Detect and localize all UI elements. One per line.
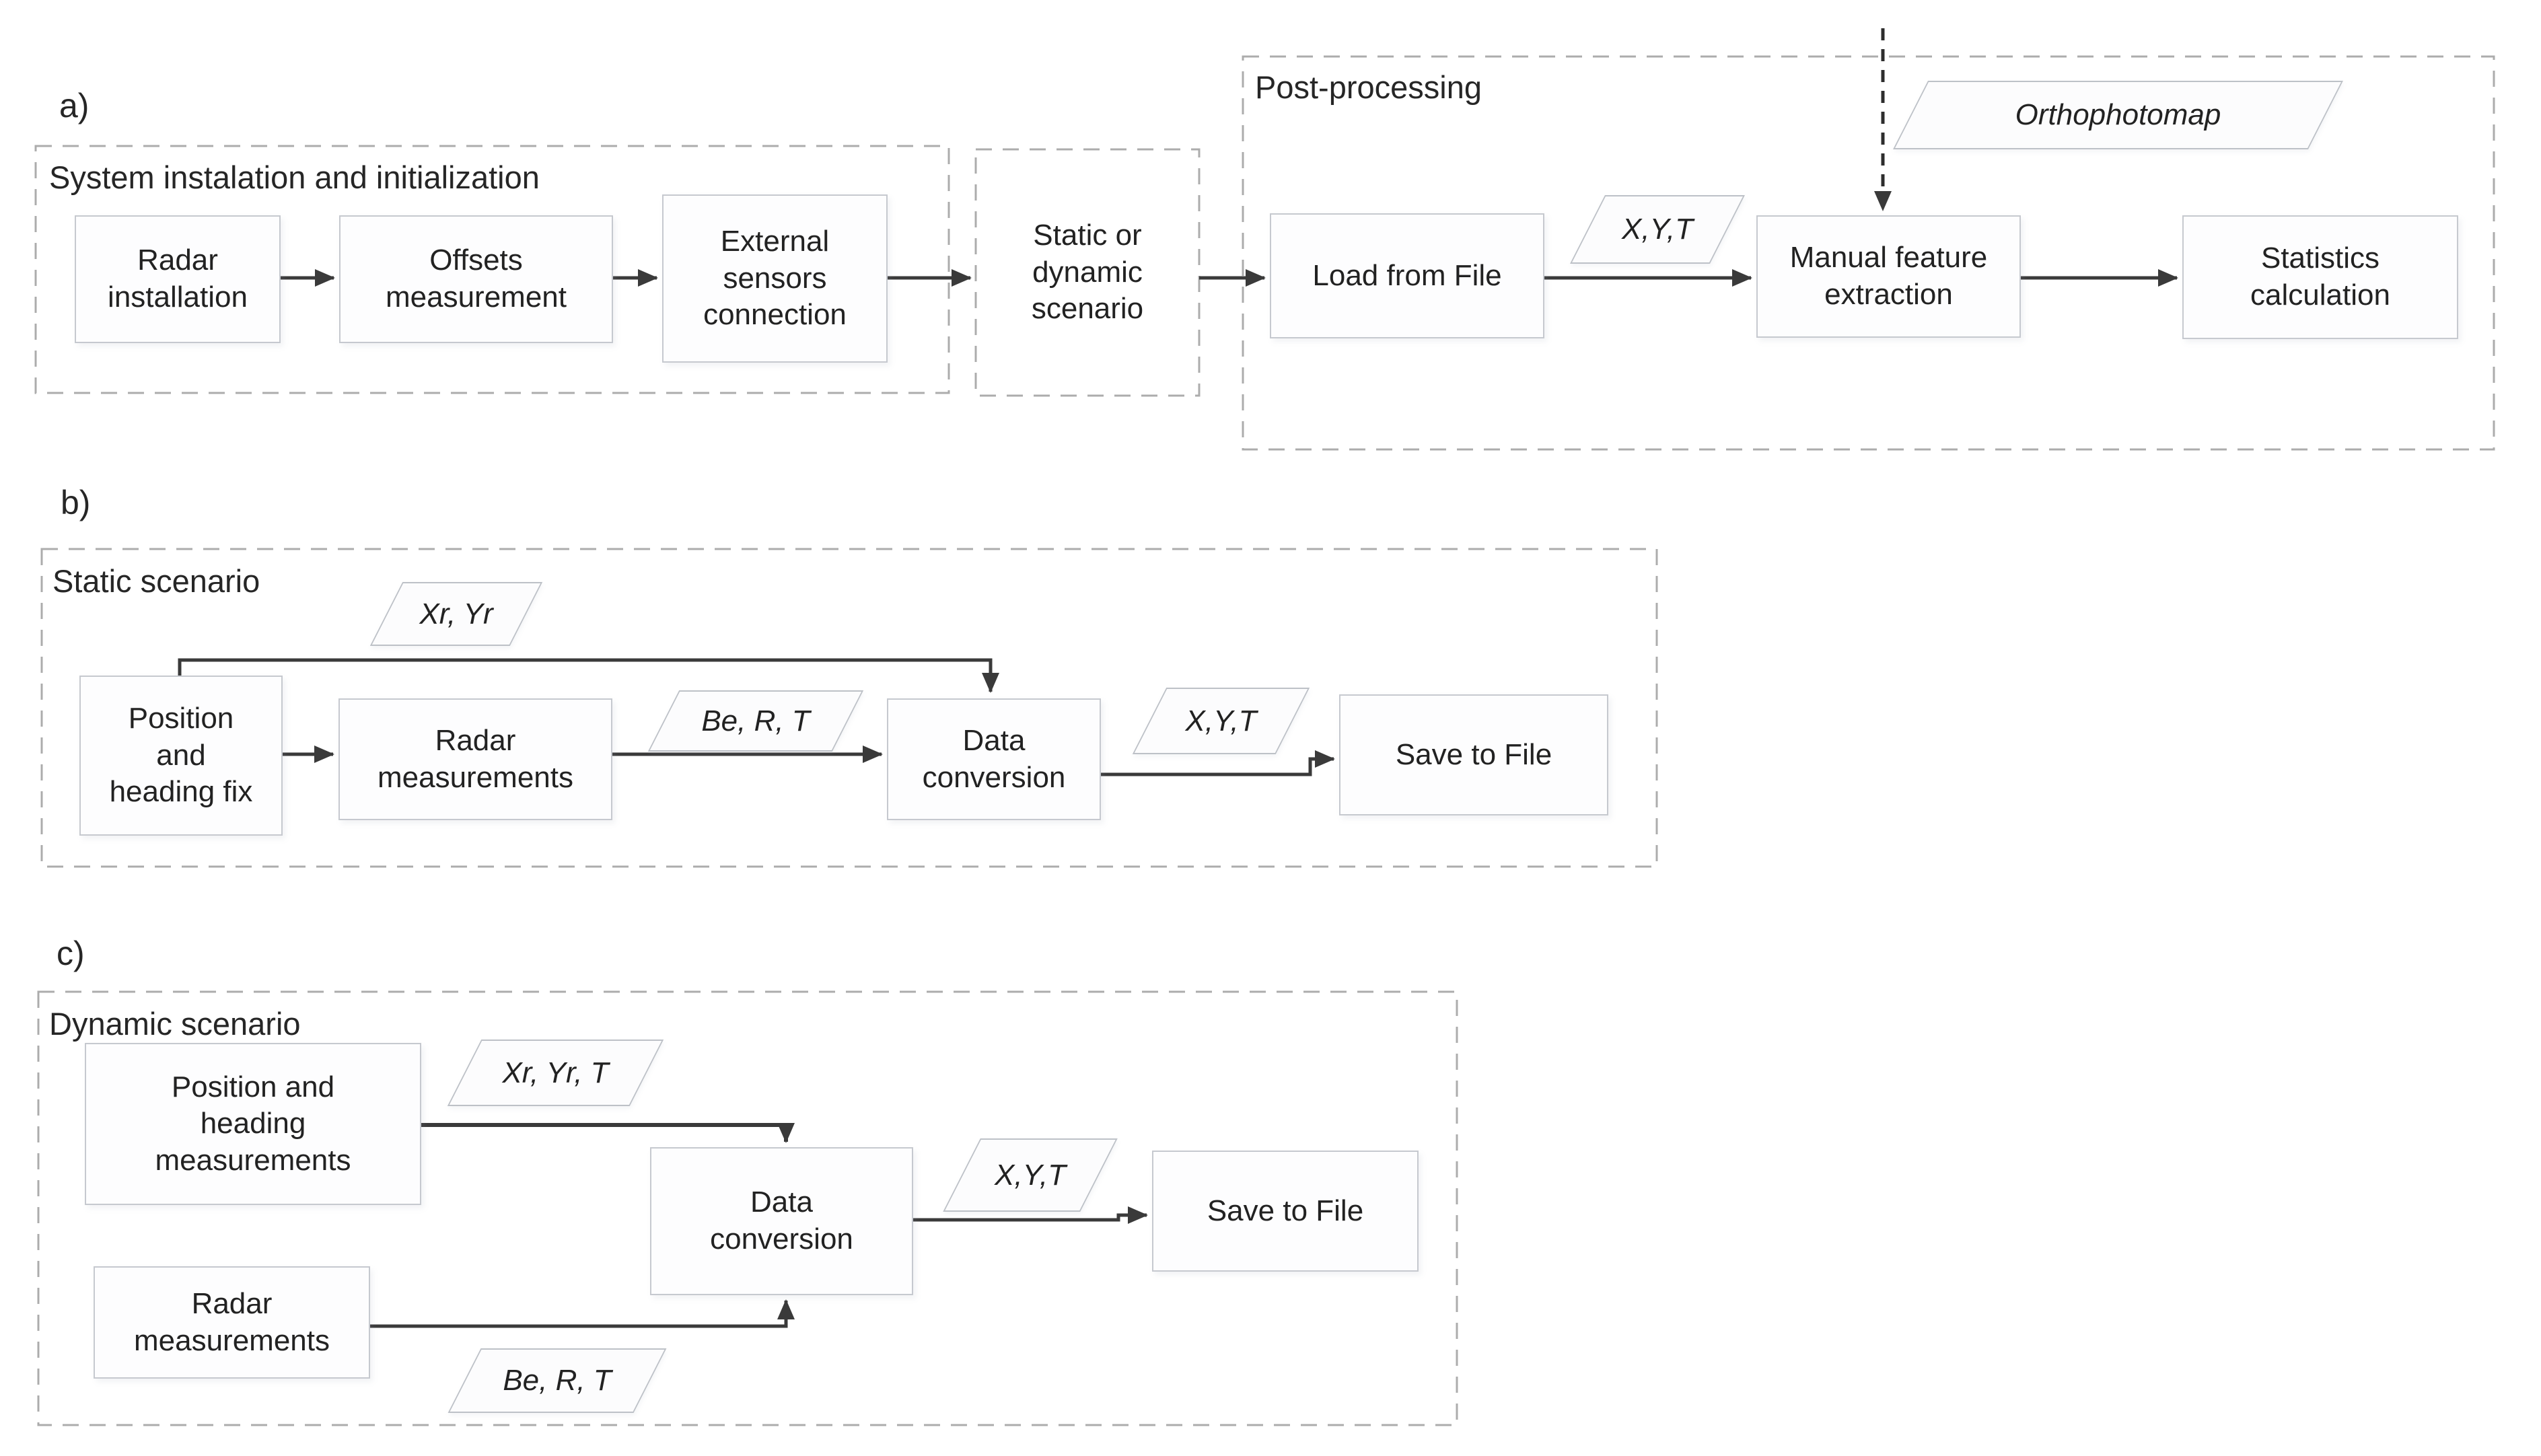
node-radar-measurements-c: Radar measurements — [94, 1266, 370, 1379]
data-label-be-r-t-c: Be, R, T — [503, 1364, 612, 1397]
group-title-dynamic-scenario: Dynamic scenario — [49, 1006, 301, 1042]
node-manual-feature-extraction: Manual feature extraction — [1756, 215, 2021, 338]
data-label-xr-yr: Xr, Yr — [419, 597, 493, 630]
data-parallelogram-xyt-c: X,Y,T — [943, 1138, 1118, 1212]
node-data-conversion-c: Data conversion — [650, 1147, 913, 1295]
wire-data-conversion-to-save-to-file-b — [1101, 750, 1335, 776]
data-parallelogram-xyt-b: X,Y,T — [1132, 688, 1310, 754]
data-parallelogram-be-r-t-c: Be, R, T — [447, 1348, 668, 1413]
node-radar-measurements-b: Radar measurements — [338, 698, 612, 820]
node-statistics-calculation: Statistics calculation — [2182, 215, 2458, 339]
panel-b-label: b) — [61, 484, 91, 521]
node-save-to-file-c: Save to File — [1152, 1151, 1419, 1272]
data-label-be-r-t-b: Be, R, T — [701, 704, 810, 737]
node-load-from-file: Load from File — [1270, 213, 1544, 338]
node-external-sensors-connection: External sensors connection — [662, 194, 888, 363]
data-label-xyt-c: X,Y,T — [995, 1158, 1066, 1192]
group-title-system-installation: System instalation and initialization — [49, 159, 540, 195]
wire-radar-measurements-to-data-conversion — [370, 1299, 795, 1328]
panel-c-label: c) — [57, 935, 85, 972]
group-title-post-processing: Post-processing — [1255, 69, 1482, 105]
node-position-heading-measurements: Position and heading measurements — [85, 1043, 421, 1205]
data-parallelogram-orthophotomap: Orthophotomap — [1893, 81, 2343, 149]
group-title-static-scenario: Static scenario — [52, 563, 260, 599]
node-radar-installation: Radar installation — [75, 215, 281, 343]
node-offsets-measurement: Offsets measurement — [339, 215, 613, 343]
data-label-orthophotomap: Orthophotomap — [2015, 98, 2221, 131]
node-position-heading-fix: Position and heading fix — [79, 676, 283, 836]
node-static-or-dynamic-scenario: Static or dynamic scenario — [1031, 219, 1144, 326]
panel-a-label: a) — [59, 87, 90, 124]
data-label-xyt-b: X,Y,T — [1185, 704, 1257, 737]
data-parallelogram-xyt-a: X,Y,T — [1570, 195, 1745, 264]
data-label-xr-yr-t: Xr, Yr, T — [502, 1056, 609, 1089]
node-data-conversion-b: Data conversion — [887, 698, 1101, 820]
data-parallelogram-be-r-t-b: Be, R, T — [646, 690, 865, 752]
node-save-to-file-b: Save to File — [1339, 694, 1608, 815]
wire-data-conversion-to-save-to-file-c — [913, 1206, 1148, 1224]
wire-position-measurements-to-data-conversion — [421, 1123, 795, 1143]
wire-position-fix-to-data-conversion-top — [178, 658, 999, 693]
data-parallelogram-xr-yr-t: Xr, Yr, T — [447, 1040, 664, 1106]
data-label-xyt-a: X,Y,T — [1622, 213, 1693, 246]
data-parallelogram-xr-yr: Xr, Yr — [369, 582, 544, 646]
